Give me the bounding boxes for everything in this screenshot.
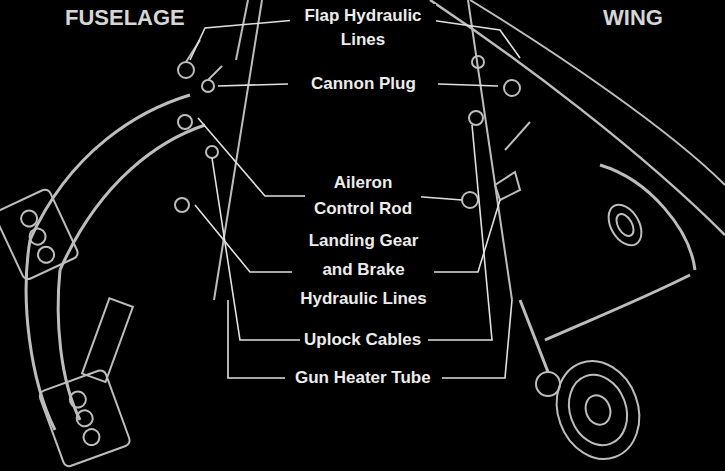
fitting [178,115,192,129]
leader-line [430,20,520,58]
part-label: Uplock Cables [301,328,424,352]
leader-line [428,125,492,340]
fitting [472,56,484,68]
fitting-detail [505,122,530,150]
roller [613,211,637,239]
fitting [495,172,520,200]
wheel-hub [582,392,615,428]
fitting [202,80,214,92]
leader-line [212,158,300,340]
fitting [504,80,520,96]
leader-line [190,20,296,60]
frame-line [214,0,262,300]
fitting [462,192,478,208]
fitting [469,111,483,125]
leader-line [438,84,498,86]
actuator-cylinder [0,188,80,281]
wing-outline [430,0,725,235]
actuator-cylinder [38,369,131,468]
leader-line [218,84,288,86]
bracket [82,298,133,382]
part-label: Aileron Control Rod [305,170,421,222]
frame-line [236,0,248,60]
part-label: Cannon Plug [308,72,419,96]
leader-lines [190,20,520,378]
fitting [178,62,194,78]
fitting [175,198,189,212]
part-label: Gun Heater Tube [292,366,434,390]
leader-line [442,300,512,378]
region-label: WING [600,4,666,32]
fitting [206,146,218,158]
wheel [559,367,636,454]
part-label: Landing Gear and Brake Hydraulic Lines [293,226,434,313]
leader-line [195,205,292,272]
fitting [536,372,560,396]
wing-outline [545,275,690,340]
strut-outline [30,95,190,240]
leader-line [228,300,285,378]
part-label: Flap Hydraulic Lines [290,4,436,52]
wheel [543,349,652,470]
strut-outline [60,125,205,270]
leader-line [434,200,500,272]
wing-outline [600,165,695,270]
strut-outline [520,300,548,372]
wing-outline [470,0,725,185]
roller [602,199,648,251]
region-label: FUSELAGE [62,4,188,32]
fitting-detail [186,40,222,80]
